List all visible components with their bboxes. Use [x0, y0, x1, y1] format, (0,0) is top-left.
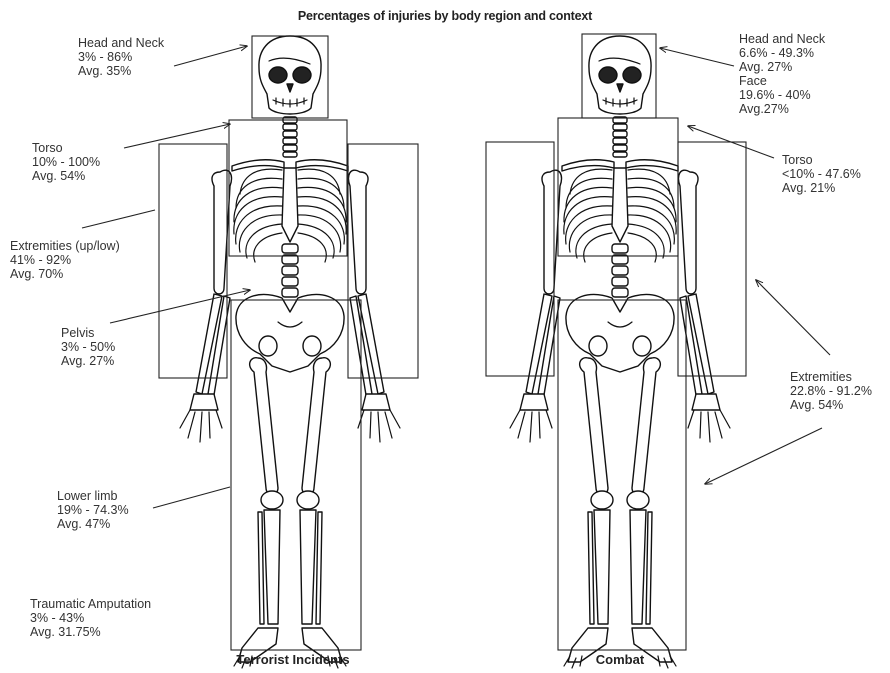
label-name: Traumatic Amputation	[30, 597, 151, 611]
label-name: Torso	[32, 141, 100, 155]
label-left-pelvis: Pelvis 3% - 50% Avg. 27%	[61, 326, 115, 368]
label-range: 3% - 43%	[30, 611, 151, 625]
label-avg: Avg. 35%	[78, 64, 164, 78]
label-face-name: Face	[739, 74, 825, 88]
skeleton-left	[180, 36, 400, 668]
label-face-avg: Avg.27%	[739, 102, 825, 116]
pointer-left-extremities	[82, 210, 155, 228]
label-left-lower-limb: Lower limb 19% - 74.3% Avg. 47%	[57, 489, 129, 531]
label-name: Extremities (up/low)	[10, 239, 120, 253]
pointer-left-lower-limb	[153, 487, 230, 508]
label-right-torso: Torso <10% - 47.6% Avg. 21%	[782, 153, 861, 195]
label-range: 19% - 74.3%	[57, 503, 129, 517]
caption-combat: Combat	[560, 652, 680, 667]
label-range: 22.8% - 91.2%	[790, 384, 872, 398]
label-avg: Avg. 54%	[32, 169, 100, 183]
label-avg: Avg. 31.75%	[30, 625, 151, 639]
label-left-extremities: Extremities (up/low) 41% - 92% Avg. 70%	[10, 239, 120, 281]
label-range: 10% - 100%	[32, 155, 100, 169]
label-range: 41% - 92%	[10, 253, 120, 267]
label-avg: Avg. 27%	[61, 354, 115, 368]
label-name: Head and Neck	[739, 32, 825, 46]
label-avg: Avg. 70%	[10, 267, 120, 281]
label-name: Torso	[782, 153, 861, 167]
label-left-torso: Torso 10% - 100% Avg. 54%	[32, 141, 100, 183]
pointer-right-head	[660, 48, 734, 66]
label-right-extremities: Extremities 22.8% - 91.2% Avg. 54%	[790, 370, 872, 412]
label-left-head-neck: Head and Neck 3% - 86% Avg. 35%	[78, 36, 164, 78]
label-range: 3% - 50%	[61, 340, 115, 354]
label-range: <10% - 47.6%	[782, 167, 861, 181]
label-right-head-neck: Head and Neck 6.6% - 49.3% Avg. 27% Face…	[739, 32, 825, 116]
skeleton-right	[510, 36, 730, 668]
pointer-left-head	[174, 46, 247, 66]
label-avg: Avg. 27%	[739, 60, 825, 74]
label-name: Head and Neck	[78, 36, 164, 50]
label-avg: Avg. 54%	[790, 398, 872, 412]
pointer-right-extremities-lower	[705, 428, 822, 484]
label-name: Pelvis	[61, 326, 115, 340]
label-name: Extremities	[790, 370, 872, 384]
label-left-amputation: Traumatic Amputation 3% - 43% Avg. 31.75…	[30, 597, 151, 639]
label-name: Lower limb	[57, 489, 129, 503]
pointer-right-extremities-upper	[756, 280, 830, 355]
caption-terrorist-incidents: Terrorist Incidents	[218, 652, 368, 667]
label-avg: Avg. 21%	[782, 181, 861, 195]
label-avg: Avg. 47%	[57, 517, 129, 531]
label-range: 3% - 86%	[78, 50, 164, 64]
label-range: 6.6% - 49.3%	[739, 46, 825, 60]
label-face-range: 19.6% - 40%	[739, 88, 825, 102]
